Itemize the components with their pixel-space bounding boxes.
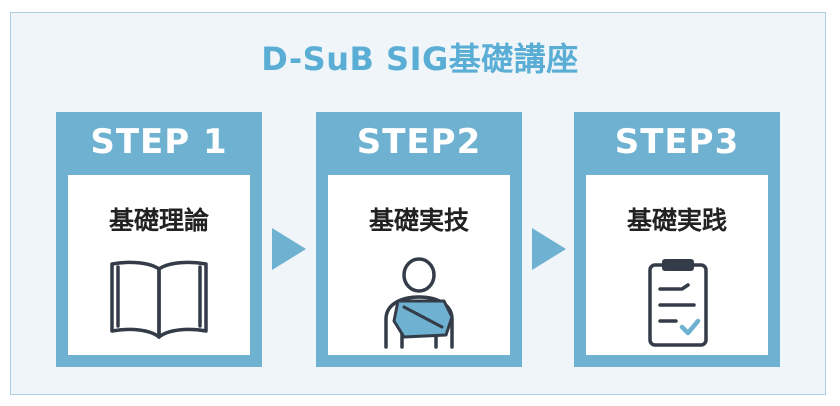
step-2-card: 基礎実技: [328, 175, 510, 355]
step-3-card: 基礎実践: [586, 175, 768, 355]
arrow-right-icon: [272, 228, 306, 270]
person-sling-icon: [328, 255, 510, 353]
step-1-title: 基礎理論: [108, 206, 209, 235]
step-1-card: 基礎理論: [68, 175, 250, 355]
step-3-box: STEP3 基礎実践: [574, 112, 780, 367]
step-3-title: 基礎実践: [626, 206, 727, 235]
page-title: D-SuB SIG基礎講座: [261, 40, 579, 78]
step-1-box: STEP 1 基礎理論: [56, 112, 262, 367]
step-2-label: STEP2: [356, 122, 482, 162]
step-3-label: STEP3: [614, 122, 740, 162]
step-2-title: 基礎実技: [368, 206, 469, 235]
open-book-icon: [68, 255, 250, 353]
step-1-label: STEP 1: [90, 122, 228, 162]
step-2-box: STEP2 基礎実技: [316, 112, 522, 367]
clipboard-check-icon: [586, 255, 768, 353]
arrow-right-icon: [532, 228, 566, 270]
